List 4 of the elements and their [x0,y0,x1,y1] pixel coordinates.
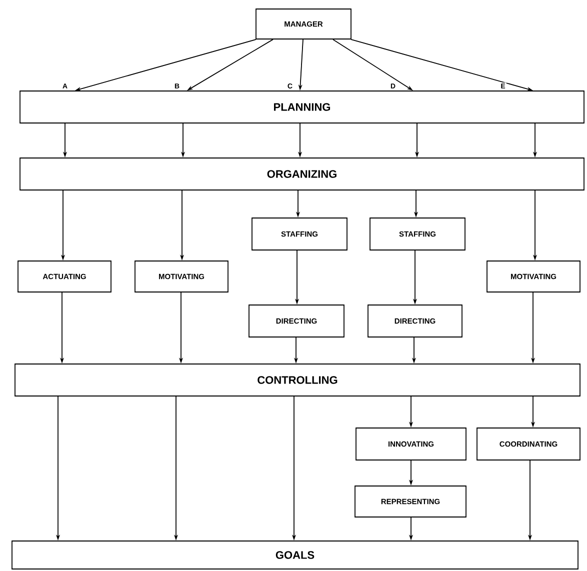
stage-band: PLANNING [20,90,584,124]
stage-band: CONTROLLING [14,364,580,396]
stage-band: ORGANIZING [20,158,584,190]
stage-band: GOALS [12,540,578,570]
